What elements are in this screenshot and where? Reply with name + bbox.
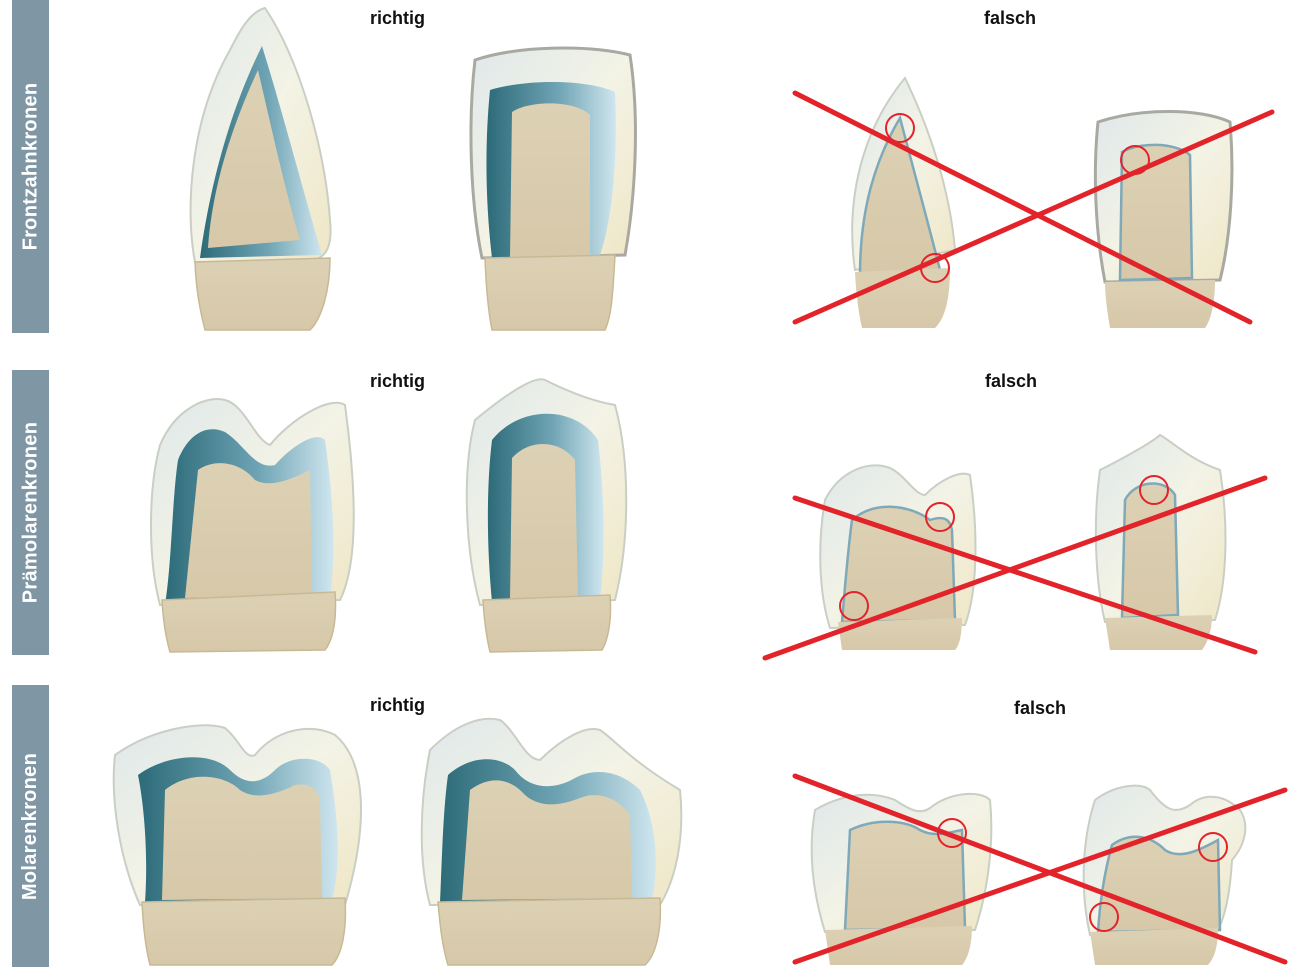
tooth-premolar-wrong-2 [1096, 435, 1226, 650]
tooth-front-correct-2 [471, 48, 635, 330]
tooth-front-correct-1 [191, 8, 331, 330]
tooth-premolar-wrong-1 [820, 465, 975, 650]
tooth-premolar-correct-2 [467, 379, 626, 652]
tooth-molar-wrong-1 [812, 794, 992, 965]
tooth-molar-correct-1 [114, 725, 361, 965]
tooth-premolar-correct-1 [151, 399, 354, 652]
tooth-molar-correct-2 [422, 719, 682, 965]
tooth-front-wrong-2 [1095, 112, 1232, 329]
